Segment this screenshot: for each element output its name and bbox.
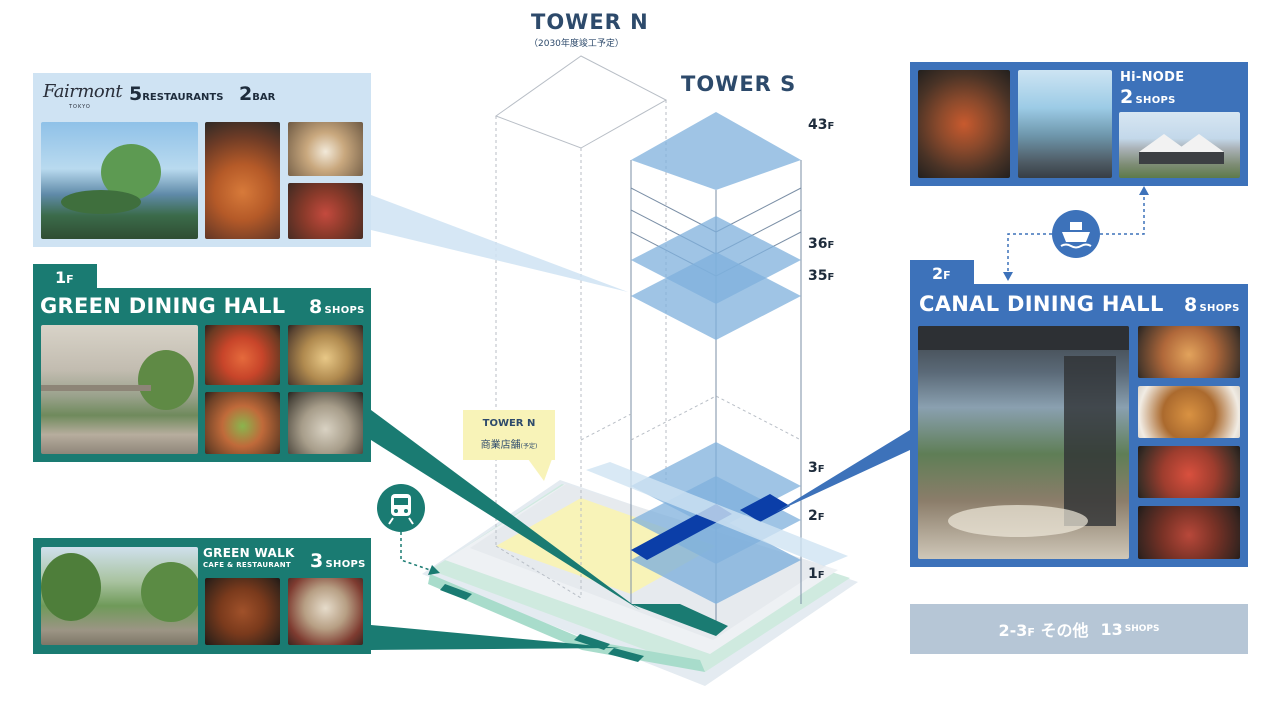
canal-hall-seafood-photo (1138, 446, 1240, 498)
green-walk-dash-3 (608, 648, 644, 662)
green-walk-photo (41, 547, 198, 645)
tower-n-title: TOWER N (531, 10, 649, 34)
green-walk-dash-1 (440, 584, 472, 600)
green-hall-title: GREEN DINING HALL (40, 294, 286, 318)
fairmont-logo: Fairmont (43, 81, 123, 102)
canal-hall-noodle-photo (1138, 326, 1240, 378)
hinode-food-photo (918, 70, 1010, 178)
floor-2-band (586, 462, 848, 566)
fairmont-counts: 5RESTAURANTS 2BAR (129, 83, 276, 105)
tower-n-callout: TOWER N 商業店舗(予定) (463, 410, 555, 460)
green-hall-interior-photo (41, 325, 198, 454)
ship-route-head-down (1003, 272, 1013, 281)
hinode-building-photo (1119, 112, 1240, 178)
canal-hall-floor-tab: 2F (910, 260, 974, 286)
floor-2-highlight-b (740, 494, 790, 522)
canal-hall-interior-photo (918, 326, 1129, 559)
floor-label-2: 2F (808, 508, 825, 524)
floor-label-36: 36F (808, 236, 835, 252)
ship-route-head-up (1139, 186, 1149, 195)
canal-hall-tonkatsu-photo (1138, 386, 1240, 438)
tower-n-subtitle: （2030年度竣工予定） (529, 39, 624, 49)
green-walk-burger-photo (205, 578, 280, 645)
ship-icon (1052, 210, 1100, 258)
callout-pointer (528, 459, 552, 481)
canal-hall-steak-photo (1138, 506, 1240, 559)
fairmont-dish-photo-1 (205, 122, 280, 239)
canal-hall-title: CANAL DINING HALL (919, 292, 1164, 316)
ship-route (1007, 192, 1145, 275)
callout-text: 商業店舗(予定) (480, 440, 538, 451)
canal-hall-connector (776, 430, 910, 512)
station-arrow-head (428, 565, 440, 575)
floor-label-43: 43F (808, 117, 835, 133)
green-hall-salad-photo (205, 392, 280, 454)
floor-label-1: 1F (808, 566, 825, 582)
floor-1-green (631, 604, 728, 636)
green-hall-pizza-photo (205, 325, 280, 385)
green-walk-title: GREEN WALK (203, 546, 295, 560)
fairmont-dish-photo-3 (288, 183, 363, 239)
green-walk-connector (371, 625, 620, 650)
hinode-terrace-photo (1018, 70, 1112, 178)
tower-n-outline (494, 55, 668, 599)
fairmont-connector (371, 195, 628, 292)
green-hall-connector (371, 410, 640, 610)
green-hall-oyster-photo (288, 392, 363, 454)
green-walk-dash-2 (574, 634, 610, 650)
hinode-title: Hi-NODE (1120, 70, 1185, 85)
fairmont-dish-photo-2 (288, 122, 363, 176)
other-floors: 2-3F その他 (998, 621, 1089, 640)
tower-s-dashed (580, 395, 802, 441)
green-hall-soup-photo (288, 325, 363, 385)
fairmont-terrace-photo (41, 122, 198, 239)
fairmont-panel[interactable]: Fairmont TOKYO 5RESTAURANTS 2BAR (33, 73, 371, 247)
other-unit: SHOPS (1124, 624, 1160, 634)
green-walk-cafe-photo (288, 578, 363, 645)
floor-35-slab (631, 252, 801, 340)
tower-s-title: TOWER S (681, 72, 797, 96)
green-walk-strip (428, 574, 705, 672)
station-arrow (400, 532, 431, 571)
callout-title: TOWER N (482, 418, 536, 429)
floor-label-35: 35F (808, 268, 835, 284)
green-walk-subtitle: CAFE & RESTAURANT (203, 561, 291, 569)
train-icon (377, 484, 425, 532)
fairmont-logo-sub: TOKYO (69, 104, 91, 110)
other-count: 13 (1100, 619, 1123, 639)
floor-43-slab (631, 112, 801, 190)
green-hall-floor-tab: 1F (33, 264, 97, 290)
floor-label-3: 3F (808, 460, 825, 476)
